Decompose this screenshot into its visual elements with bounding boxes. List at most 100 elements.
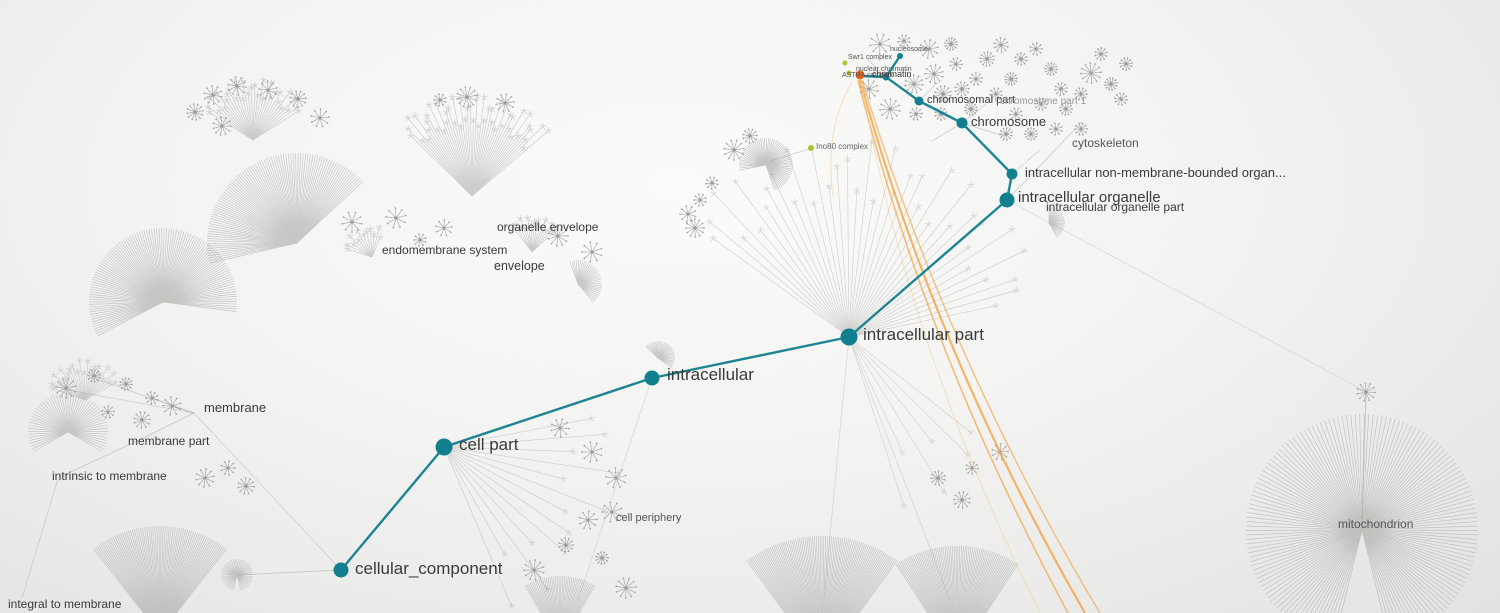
graph-node-cell-part[interactable] xyxy=(435,438,453,456)
node-cluster xyxy=(258,80,278,100)
graph-node-intracellular[interactable] xyxy=(644,370,660,386)
leaf-node-icon xyxy=(948,166,956,174)
leaf-node-icon xyxy=(992,302,1000,309)
node-cluster xyxy=(904,74,924,94)
graph-node-intracellular-part[interactable] xyxy=(840,328,858,346)
node-label[interactable]: chromosome part 1 xyxy=(1000,96,1087,107)
node-cluster xyxy=(605,467,627,489)
leaf-node-icon xyxy=(507,133,515,141)
graph-node-ino80-complex[interactable] xyxy=(808,145,814,151)
node-label[interactable]: organelle envelope xyxy=(497,220,599,234)
node-cluster xyxy=(1029,42,1043,56)
leaf-node-icon xyxy=(244,89,252,97)
leaf-node-icon xyxy=(982,276,990,283)
node-label[interactable]: nuclear chromatin xyxy=(856,66,912,73)
node-label[interactable]: cell periphery xyxy=(616,512,682,524)
node-label[interactable]: chromosomal part xyxy=(927,94,1016,106)
leaf-node-icon xyxy=(924,220,932,228)
leaf-node-icon xyxy=(215,107,223,115)
node-label[interactable]: intracellular organelle part xyxy=(1046,200,1185,214)
leaf-node-icon xyxy=(223,90,231,98)
node-label[interactable]: nucleosome xyxy=(890,46,928,53)
node-cluster xyxy=(119,377,133,391)
graph-edge xyxy=(577,377,653,601)
node-cluster xyxy=(310,108,330,128)
graph-node-swr1-complex[interactable] xyxy=(842,60,848,66)
node-label[interactable]: intrinsic to membrane xyxy=(52,469,167,483)
node-cluster xyxy=(1014,52,1028,66)
leaf-node-icon xyxy=(1012,286,1020,294)
leaf-node-icon xyxy=(254,91,262,98)
node-label[interactable]: cytoskeleton xyxy=(1072,136,1139,150)
leaf-node-icon xyxy=(965,264,972,272)
leaf-node-icon xyxy=(434,126,442,133)
graph-node-chromosomal-part[interactable] xyxy=(914,96,924,106)
leaf-node-icon xyxy=(247,83,255,91)
leaf-node-icon xyxy=(110,370,118,377)
leaf-node-icon xyxy=(810,199,818,207)
leaf-node-icon xyxy=(561,507,569,515)
node-cluster xyxy=(220,460,236,476)
node-cluster xyxy=(578,510,598,530)
graph-edge xyxy=(769,148,810,162)
leaf-node-icon xyxy=(375,223,383,231)
highlight-path-teal xyxy=(848,199,1008,338)
leaf-node-icon xyxy=(404,125,412,132)
node-label[interactable]: cellular_component xyxy=(355,559,503,578)
graph-node-astra-complex[interactable] xyxy=(846,70,852,76)
leaf-node-icon xyxy=(511,220,519,228)
leaf-node-icon xyxy=(1020,247,1028,254)
node-cluster xyxy=(1024,127,1038,141)
node-cluster xyxy=(979,51,995,67)
node-label[interactable]: ASTRA complex xyxy=(842,72,893,79)
term-fan xyxy=(93,526,227,613)
leaf-node-icon xyxy=(510,224,518,232)
node-cluster xyxy=(965,461,979,475)
leaf-node-icon xyxy=(106,378,114,386)
node-label[interactable]: chromatin xyxy=(872,69,912,79)
node-label[interactable]: intracellular xyxy=(667,365,754,384)
term-fan xyxy=(204,76,303,141)
node-label[interactable]: intracellular non-membrane-bounded organ… xyxy=(1025,165,1286,180)
node-label[interactable]: mitochondrion xyxy=(1338,517,1414,531)
node-cluster xyxy=(723,139,745,161)
node-label[interactable]: endomembrane system xyxy=(382,243,508,257)
node-cluster xyxy=(227,76,247,96)
node-label[interactable]: cell part xyxy=(459,435,519,454)
graph-node-intracellular-non-membrane-bounded-organelle[interactable] xyxy=(1006,168,1018,180)
leaf-node-icon xyxy=(514,132,522,140)
node-label[interactable]: intracellular organelle xyxy=(1018,189,1161,206)
node-cluster xyxy=(1104,77,1118,91)
node-cluster xyxy=(615,577,637,599)
highlight-path-teal xyxy=(861,74,887,79)
node-label[interactable]: membrane xyxy=(204,400,267,415)
node-label[interactable]: integral to membrane xyxy=(8,597,122,611)
graph-node-chromosome[interactable] xyxy=(956,117,968,129)
leaf-node-icon xyxy=(411,112,419,119)
leaf-node-icon xyxy=(587,414,595,422)
graph-node-intracellular-organelle[interactable] xyxy=(999,192,1015,208)
term-fan xyxy=(443,414,622,609)
node-label[interactable]: intracellular part xyxy=(863,325,984,344)
node-label[interactable]: envelope xyxy=(494,259,545,273)
node-label[interactable]: membrane part xyxy=(128,434,210,448)
graph-node-cellular-component[interactable] xyxy=(333,562,349,578)
node-label[interactable]: Ino80 complex xyxy=(816,142,869,151)
leaf-node-icon xyxy=(343,241,351,248)
node-label[interactable]: chromosome xyxy=(971,114,1047,129)
highlight-path-orange xyxy=(830,81,853,197)
term-fan xyxy=(28,392,108,453)
term-fan xyxy=(739,137,794,191)
leaf-node-icon xyxy=(449,93,457,101)
node-label[interactable]: Swr1 complex xyxy=(848,54,892,61)
leaf-node-icon xyxy=(80,368,88,376)
node-cluster xyxy=(909,107,923,121)
graph-node-chromatin[interactable] xyxy=(882,73,890,81)
graph-node-selected[interactable] xyxy=(855,70,865,80)
leaf-node-icon xyxy=(970,212,978,219)
leaf-node-icon xyxy=(74,367,82,375)
node-cluster xyxy=(195,468,215,488)
graph-node-nucleosome[interactable] xyxy=(897,53,903,59)
